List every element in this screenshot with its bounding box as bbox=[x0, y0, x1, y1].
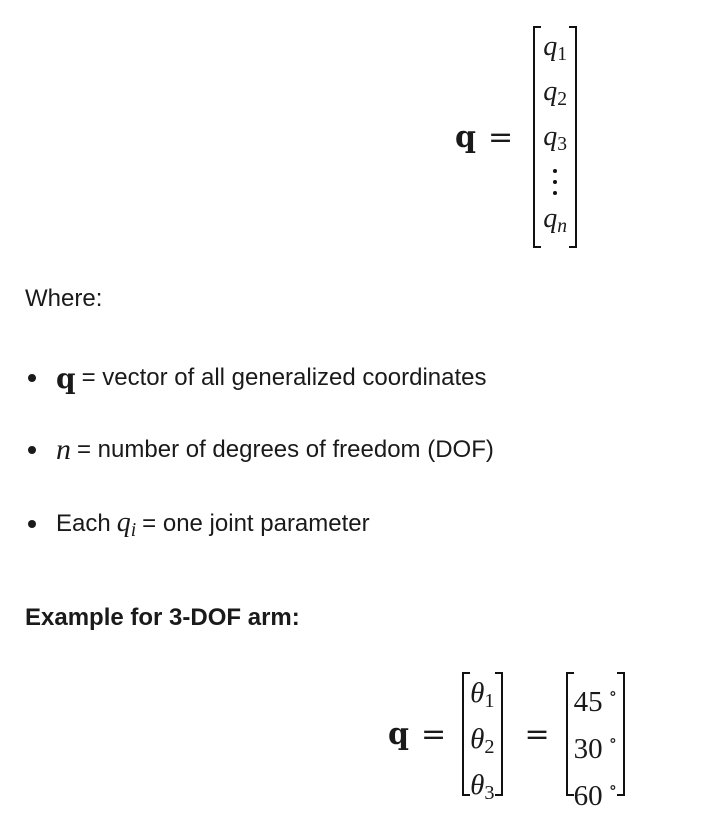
matrix-cell-theta2: θ2 bbox=[470, 723, 495, 759]
angle-values-column-vector: 45∘ 30∘ 60∘ bbox=[565, 672, 626, 813]
matrix-cell-q1: q1 bbox=[543, 31, 568, 65]
equals-sign: = bbox=[524, 716, 550, 752]
theta-column-vector: θ1 θ2 θ3 bbox=[462, 672, 503, 804]
definition-item-q: q = vector of all generalized coordinate… bbox=[28, 358, 494, 398]
generalized-coordinates-equation: q = q1 q2 q3 qn bbox=[455, 26, 578, 248]
example-equation: q = θ1 θ2 θ3 = 45∘ 30∘ 60∘ bbox=[388, 672, 626, 813]
matrix-cell-angle-3: 60∘ bbox=[573, 777, 618, 813]
equation-lhs: q = bbox=[455, 120, 513, 155]
example-heading: Example for 3-DOF arm: bbox=[25, 604, 300, 631]
vertical-ellipsis-icon bbox=[553, 165, 558, 199]
joint-qi-symbol: qi bbox=[116, 506, 137, 541]
where-label: Where: bbox=[25, 285, 103, 312]
matrix-cell-angle-1: 45∘ bbox=[573, 683, 618, 719]
definition-text: = one joint parameter bbox=[142, 510, 370, 537]
matrix-cell-qn: qn bbox=[543, 203, 568, 237]
vector-q-symbol: q bbox=[455, 119, 476, 155]
definition-item-qi: Each qi = one joint parameter bbox=[28, 504, 494, 544]
bullet-icon bbox=[28, 446, 36, 454]
definition-item-n: n = number of degrees of freedom (DOF) bbox=[28, 430, 494, 470]
bullet-icon bbox=[28, 374, 36, 382]
definition-text: = vector of all generalized coordinates bbox=[81, 364, 487, 391]
vector-q-symbol: q bbox=[56, 361, 76, 395]
definitions-list: q = vector of all generalized coordinate… bbox=[28, 358, 494, 544]
dof-n-symbol: n bbox=[56, 433, 71, 466]
matrix-cell-q3: q3 bbox=[543, 121, 568, 155]
definition-text: = number of degrees of freedom (DOF) bbox=[77, 436, 494, 463]
definition-prefix: Each bbox=[56, 510, 111, 537]
matrix-cell-q2: q2 bbox=[543, 76, 568, 110]
matrix-cell-theta1: θ1 bbox=[470, 677, 495, 713]
equals-sign: = bbox=[420, 716, 447, 752]
column-vector-q: q1 q2 q3 qn bbox=[533, 26, 578, 248]
matrix-cell-theta3: θ3 bbox=[470, 769, 495, 805]
matrix-cell-angle-2: 30∘ bbox=[573, 730, 618, 766]
bullet-icon bbox=[28, 520, 36, 528]
vector-q-symbol: q bbox=[388, 716, 409, 752]
equals-sign: = bbox=[487, 119, 514, 155]
